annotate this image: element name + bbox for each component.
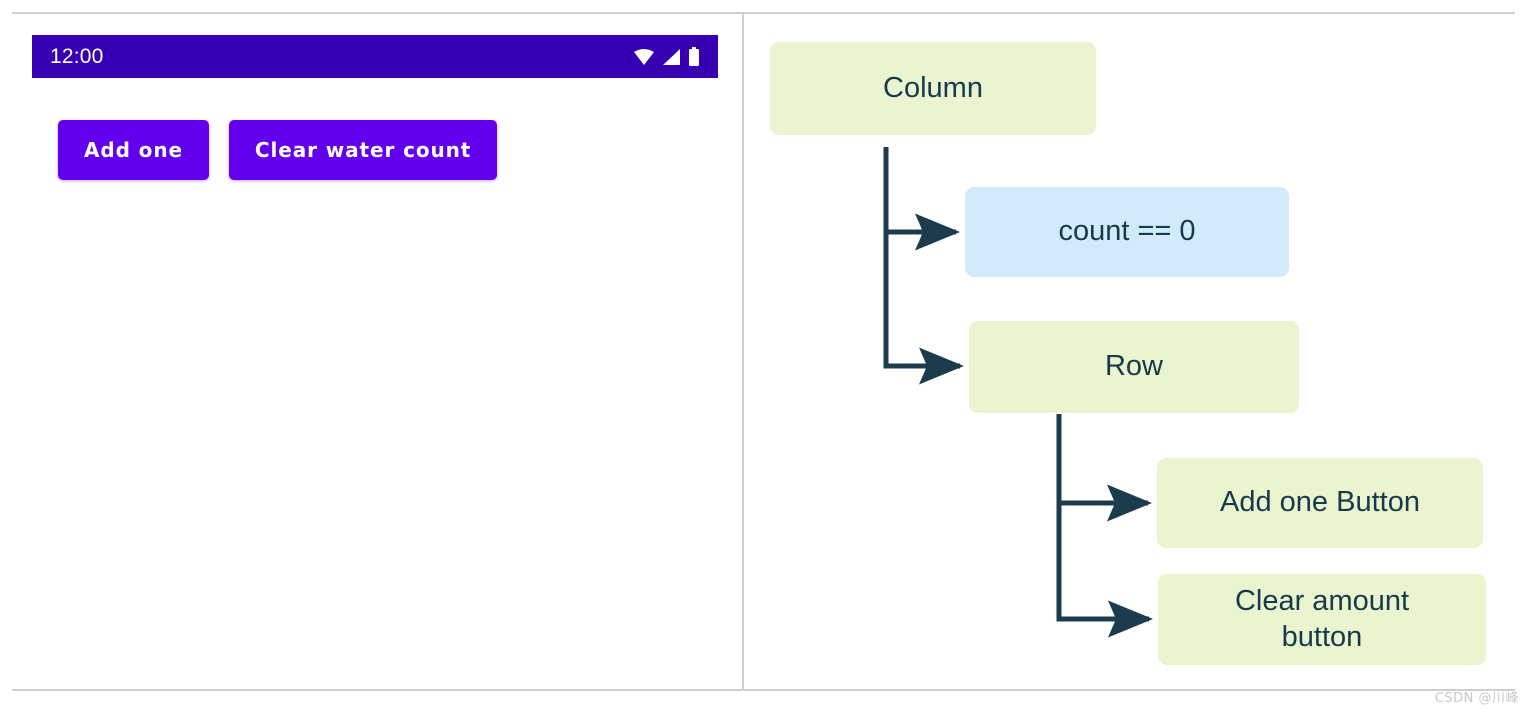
diagram-node-column[interactable]: Column	[770, 42, 1096, 135]
clear-water-count-button[interactable]: Clear water count	[228, 120, 498, 180]
android-app-preview: 12:00 Add one Clear water count	[0, 0, 742, 710]
widget-tree-diagram: Column count == 0 Row Add one Button Cle…	[742, 0, 1527, 710]
edge-row-to-clear-amount	[1056, 503, 1154, 638]
signal-icon	[662, 48, 681, 66]
app-button-row: Add one Clear water count	[58, 120, 498, 180]
edge-column-to-row	[883, 232, 965, 385]
status-bar: 12:00	[32, 35, 718, 78]
edge-column-to-count	[883, 147, 961, 251]
edge-row-to-add-one	[1056, 414, 1153, 522]
add-one-button[interactable]: Add one	[58, 120, 209, 180]
diagram-node-count[interactable]: count == 0	[965, 187, 1289, 277]
diagram-node-row[interactable]: Row	[969, 321, 1299, 413]
vertical-divider-rule	[742, 13, 744, 690]
battery-icon	[688, 46, 700, 67]
status-bar-clock: 12:00	[50, 44, 104, 68]
bottom-divider-rule	[12, 689, 1515, 691]
status-bar-icons	[633, 46, 700, 67]
wifi-icon	[633, 48, 655, 66]
diagram-node-add-one-button[interactable]: Add one Button	[1157, 458, 1483, 548]
watermark: CSDN @川峰	[1434, 691, 1519, 706]
diagram-connectors	[883, 147, 1154, 638]
top-divider-rule	[12, 12, 1515, 14]
